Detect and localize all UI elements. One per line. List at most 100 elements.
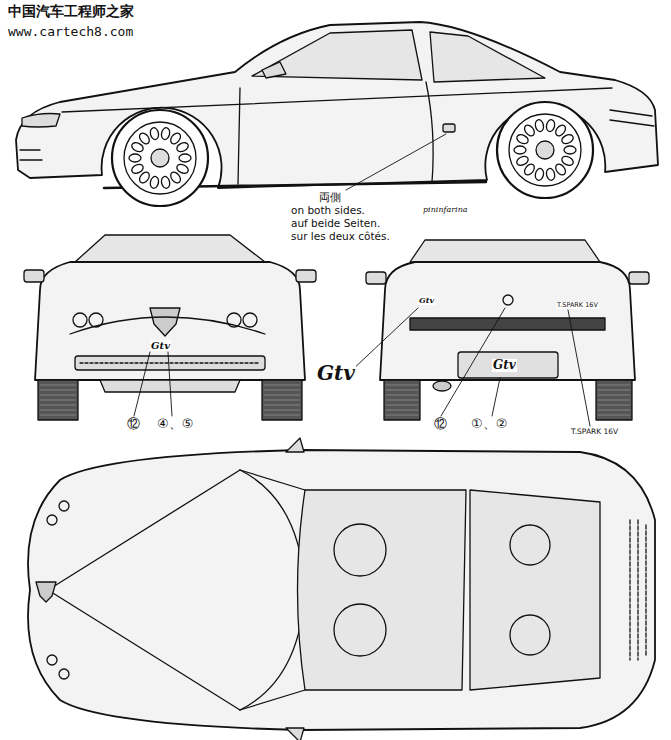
drawing-line [47, 655, 57, 665]
drawing-line [510, 615, 550, 655]
callout-number: ①、② [470, 417, 508, 431]
drawing-line [334, 524, 386, 576]
wheel-part [497, 102, 593, 198]
drawing-line [629, 272, 649, 284]
drawing-line [240, 470, 305, 710]
wheel-part [264, 390, 300, 391]
wheel-part [179, 154, 191, 162]
wheel-part [598, 405, 630, 406]
wheel-part [112, 110, 208, 206]
drawing-line [296, 270, 316, 282]
wheel-part [536, 141, 554, 159]
wheel-part [598, 410, 630, 411]
drawing-line [59, 501, 69, 511]
drawing-line [334, 604, 386, 656]
wheel-part [40, 385, 76, 386]
wheel-part [40, 410, 76, 411]
wheel-part [564, 146, 576, 154]
drawing-line [48, 470, 240, 710]
badge-text: pininfarina [422, 206, 469, 215]
wheel-part [598, 415, 630, 416]
drawing-line [430, 32, 545, 82]
wheel-part [386, 390, 418, 391]
wheel-part [386, 405, 418, 406]
wheel-part [509, 114, 581, 186]
drawing-line [20, 150, 42, 160]
drawing-line [73, 313, 87, 327]
drawing-line [380, 262, 635, 380]
drawing-line [492, 378, 500, 416]
drawing-line [426, 82, 433, 182]
rear-view [366, 240, 649, 420]
drawing-line [298, 490, 467, 690]
wheel-part [160, 176, 170, 189]
drawing-line [350, 308, 418, 372]
drawing-line [568, 310, 590, 426]
wheel-part [560, 133, 574, 145]
callout-number: ⑫ [433, 417, 448, 431]
wheel-part [545, 168, 555, 181]
wheel-part [534, 119, 544, 132]
drawing-line [433, 381, 451, 391]
drawing-line [168, 352, 172, 416]
drawing-line [75, 356, 265, 370]
wheel-part [40, 405, 76, 406]
drawing-line [410, 318, 605, 330]
wheel-part [598, 385, 630, 386]
wheel-part [386, 395, 418, 396]
drawing-line [22, 114, 60, 128]
drawing-line [80, 362, 260, 363]
wheel-part [386, 400, 418, 401]
drawing-line [28, 450, 655, 730]
wheel-part [149, 127, 159, 140]
drawing-line [384, 380, 420, 420]
drawing-line [503, 295, 513, 305]
wheel-part [264, 385, 300, 386]
wheel-part [545, 119, 555, 132]
wheel-part [598, 400, 630, 401]
note-text: sur les deux côtés. [290, 231, 391, 243]
wheel-part [264, 405, 300, 406]
drawing-line [59, 669, 69, 679]
wheel-part [40, 400, 76, 401]
drawing-line [38, 380, 78, 420]
wheel-part [151, 149, 169, 167]
wheel-part [534, 168, 544, 181]
drawing-line [262, 62, 286, 78]
watermark: 中国汽车工程师之家 [8, 4, 134, 19]
wheel-part [515, 155, 529, 167]
note-text: on both sides. [290, 205, 366, 217]
badge-label: T.SPARK 16V [570, 428, 619, 436]
wheel-part [40, 390, 76, 391]
wheel-part [598, 390, 630, 391]
drawing-line [243, 313, 257, 327]
badge-label: Gtv [316, 362, 356, 384]
note-text: auf beide Seiten. [290, 218, 381, 230]
wheel-part [514, 146, 526, 154]
wheel-part [130, 163, 144, 175]
wheel-part [129, 154, 141, 162]
drawing-line [262, 380, 302, 420]
drawing-line [610, 110, 654, 126]
wheel-part [264, 395, 300, 396]
wheel-part [386, 410, 418, 411]
drawing-line [410, 240, 600, 262]
wheel-part [386, 385, 418, 386]
wheel-part [160, 127, 170, 140]
wheel-part [40, 415, 76, 416]
wheel-part [264, 410, 300, 411]
drawing-line [366, 272, 386, 284]
drawing-line [150, 308, 180, 336]
wheels [40, 102, 630, 415]
drawing-line [36, 582, 56, 602]
badge-text: Gtv [150, 340, 171, 351]
watermark: www.cartech8.com [8, 25, 133, 39]
badge-text: Gtv [418, 296, 435, 305]
wheel-part [149, 176, 159, 189]
drawing-line [134, 352, 150, 416]
drawing-line [346, 134, 446, 190]
drawing-line [238, 88, 240, 184]
drawing-line [24, 270, 44, 282]
drawing-line [286, 438, 304, 452]
